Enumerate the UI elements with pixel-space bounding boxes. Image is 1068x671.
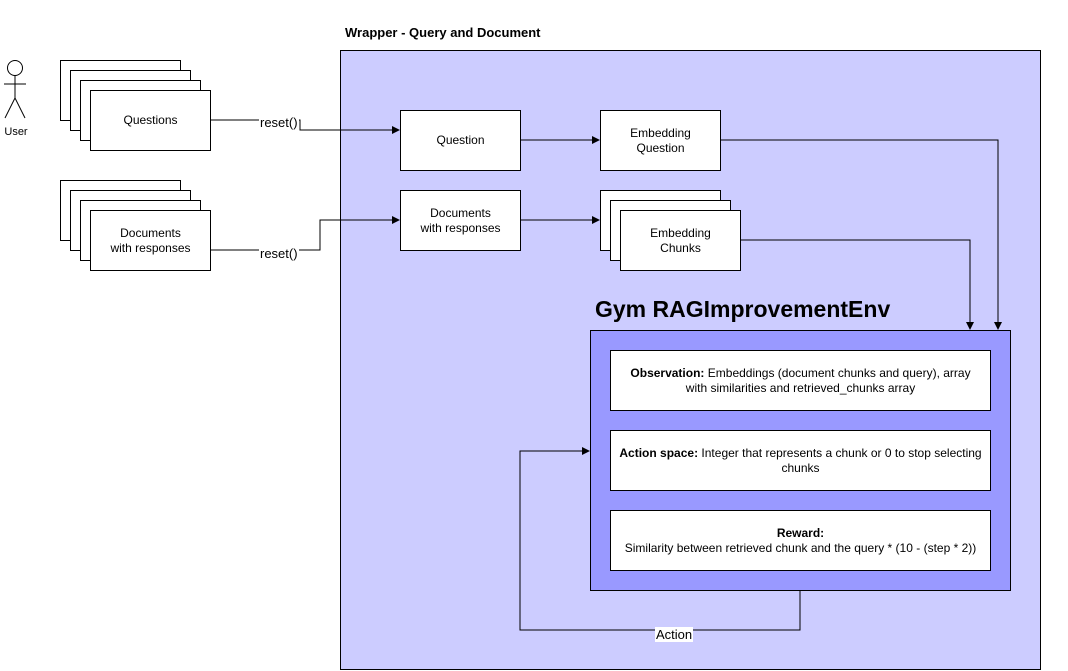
reset-documents-label: reset() (259, 246, 299, 261)
edge-embedding-chunks-to-env (741, 239, 974, 330)
edge-action-loop (519, 447, 801, 631)
question-node-label: Question (436, 133, 485, 147)
action-space-label: Action space: (619, 445, 699, 460)
embedding-question-node: Embedding Question (600, 110, 721, 171)
edge-embedding-question-to-env (721, 139, 1002, 330)
embedding-chunks-node: Embedding Chunks (620, 210, 741, 271)
action-space-panel: Action space: Integer that represents a … (610, 430, 991, 491)
action-label: Action (655, 627, 694, 642)
question-node: Question (400, 110, 521, 171)
questions-label: Questions (123, 113, 178, 127)
documents-input-label-line1: Documents (120, 225, 181, 240)
observation-label: Observation: (630, 365, 705, 380)
reward-label: Reward: (776, 525, 825, 540)
user-actor-icon (4, 60, 26, 119)
reset-questions-label: reset() (259, 115, 299, 130)
documents-input-label-line2: with responses (110, 240, 191, 255)
edge-questions-to-question (211, 119, 400, 134)
questions-box: Questions (90, 90, 211, 151)
embedding-question-label-line2: Question (636, 140, 685, 155)
documents-node: Documents with responses (400, 190, 521, 251)
env-title: Gym RAGImprovementEnv (595, 296, 891, 322)
reward-text: Similarity between retrieved chunk and t… (624, 540, 977, 555)
embedding-chunks-label-line1: Embedding (650, 225, 711, 240)
embedding-chunks-label-line2: Chunks (660, 240, 701, 255)
documents-input-box: Documents with responses (90, 210, 211, 271)
documents-node-label-line1: Documents (430, 205, 491, 220)
observation-panel: Observation: Embeddings (document chunks… (610, 350, 991, 411)
observation-text: Embeddings (document chunks and query), … (685, 365, 971, 395)
user-label: User (4, 126, 28, 138)
documents-node-label-line2: with responses (420, 220, 501, 235)
action-space-text: Integer that represents a chunk or 0 to … (701, 445, 982, 475)
edge-documents-to-documents (211, 216, 400, 251)
wrapper-title: Wrapper - Query and Document (345, 25, 541, 40)
reward-panel: Reward: Similarity between retrieved chu… (610, 510, 991, 571)
embedding-question-label-line1: Embedding (630, 125, 691, 140)
